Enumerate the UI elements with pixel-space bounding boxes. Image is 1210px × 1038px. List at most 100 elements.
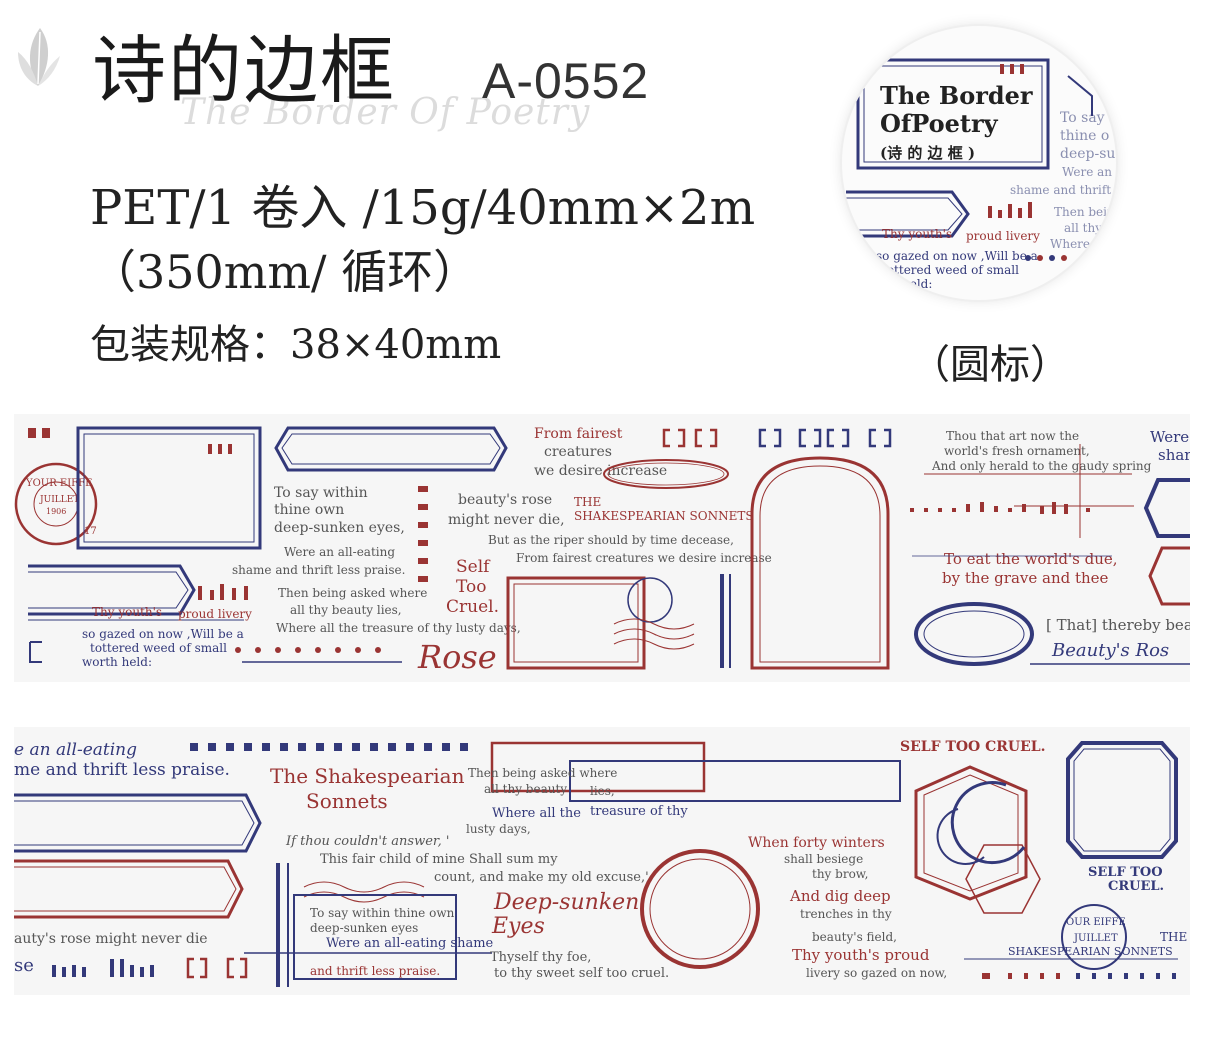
tape-text: Were an: [1062, 165, 1112, 179]
round-label-caption: （圆标）: [910, 342, 1070, 388]
tape-text: Too: [456, 577, 487, 597]
postmark-stamp-icon: YOUR EIFFE JUILLET 1906 17: [14, 462, 98, 546]
tape-text: thy brow,: [812, 867, 868, 881]
tape-text: shame and thrift less praise.: [232, 563, 405, 577]
tape-text: Then bein: [1054, 205, 1115, 219]
tape-text: THE: [1160, 930, 1187, 944]
tape-text: Self: [456, 557, 491, 577]
round-label-preview: The Border OfPoetry (诗 的 边 框 ) To say th…: [842, 26, 1116, 300]
tape-text: Then being asked where: [468, 766, 617, 780]
tape-text: world's fresh ornament,: [944, 444, 1090, 458]
tape-text: worth held:: [82, 655, 152, 669]
tape-text: so gazed on now ,Will be a: [82, 627, 244, 641]
tape-text: thine own: [274, 502, 344, 518]
tape-text: Where all the treasure of thy lusty days…: [276, 621, 521, 635]
tape-strip-2: e an all-eating me and thrift less prais…: [14, 727, 1190, 995]
tape-text: deep-sunken eyes,: [274, 520, 405, 536]
tape-text: proud livery: [178, 607, 252, 621]
tape-text: beauty's rose: [458, 492, 552, 508]
tape-text: deep-sunken eyes: [310, 921, 418, 935]
package-spec: 包装规格：38×40mm: [90, 322, 502, 368]
spec-line-2: （350mm/ 循环）: [90, 245, 480, 299]
tape-text: Cruel.: [446, 597, 499, 617]
label-title-1: The Border: [880, 81, 1033, 110]
tape-text: Were an all-eating shame: [326, 936, 494, 951]
label-title-2: OfPoetry: [880, 109, 999, 138]
tape-text: e an all-eating: [14, 740, 137, 760]
tape-text: thine o: [1060, 128, 1109, 144]
tape-text: Thy youth's: [882, 227, 952, 241]
tape-text: lies,: [590, 784, 615, 798]
tape-text: Eyes: [491, 914, 545, 939]
tape-text: count, and make my old excuse,': [434, 870, 649, 885]
tape-text: Then being asked where: [278, 586, 427, 600]
tape-text: To say within: [274, 485, 368, 501]
tape-text: by the grave and thee: [942, 569, 1109, 587]
tape-text: From fairest creatures we desire increas…: [516, 551, 772, 565]
tape-text: If thou couldn't answer, ': [285, 834, 450, 849]
tape-text: livery so gazed on now,: [806, 966, 947, 980]
tape-text: held:: [902, 277, 932, 291]
tape-text: treasure of thy: [590, 804, 688, 819]
tape-text: The Shakespearian: [270, 764, 465, 788]
page-title: 诗的边框: [92, 28, 396, 114]
tape-text: To eat the world's due,: [944, 550, 1118, 568]
tape-text: creatures: [544, 444, 612, 460]
tape-text: JUILLET: [39, 495, 79, 505]
tape-text: JUILLET: [1073, 933, 1118, 944]
tape-text: 1906: [46, 507, 66, 516]
tape-text: YOUR EIFFE: [25, 478, 92, 489]
leaf-logo-icon: [18, 28, 60, 86]
tape-text: When forty winters: [748, 835, 885, 851]
tape-text: we desire increase: [534, 463, 667, 479]
tape-text: Thy youth's proud: [792, 946, 930, 964]
tape-text: From fairest: [534, 426, 623, 442]
tape-text: SHAKESPEARIAN SONNETS: [1008, 945, 1173, 958]
tape-text: This fair child of mine Shall sum my: [320, 852, 558, 867]
tape-text: lusty days,: [466, 822, 531, 836]
tape-text: [ That] thereby bea: [1046, 616, 1190, 634]
tape-text: tottered weed of small: [90, 641, 227, 655]
tape-text: CRUEL.: [1108, 879, 1164, 894]
product-code: A-0552: [482, 53, 650, 109]
spec-line-1: PET/1 卷入 /15g/40mm×2m: [90, 180, 756, 236]
title-script: The Border Of Poetry: [180, 92, 591, 133]
tape-text: Where: [1050, 237, 1090, 251]
tape-text: all thy beauty: [484, 782, 567, 796]
tape-text: Sonnets: [306, 789, 388, 813]
tape-text: so gazed on now ,Will be a: [876, 249, 1038, 263]
tape-text: 17: [84, 526, 97, 537]
tape-text: might never die,: [448, 512, 565, 528]
tape-text: SELF TOO CRUEL.: [900, 739, 1046, 755]
tape-text: deep-su: [1060, 146, 1115, 162]
tape-text: shall besiege: [784, 852, 863, 866]
tape-text: beauty's field,: [812, 930, 897, 944]
tape-text: to thy sweet self too cruel.: [494, 966, 669, 981]
tape-text: tottered weed of small: [882, 263, 1019, 277]
tape-text: Thou that art now the: [946, 429, 1079, 443]
tape-text: Deep-sunken: [493, 890, 639, 915]
tape-text: and thrift less praise.: [310, 964, 440, 978]
tape-strip-1: YOUR EIFFE JUILLET 1906 17 To say within…: [14, 414, 1190, 682]
tape-text: trenches in thy: [800, 907, 892, 921]
tape-text: And only herald to the gaudy spring: [931, 459, 1152, 473]
tape-text: Were: [1150, 428, 1189, 446]
tape-text: SHAKESPEARIAN SONNETS: [574, 509, 754, 523]
tape-text: Were an all-eating: [284, 545, 395, 559]
tape-text: me and thrift less praise.: [14, 760, 230, 780]
tape-text: OUR EIFFE: [1066, 917, 1126, 928]
tape-text: shar: [1158, 446, 1190, 464]
tape-text: THE: [574, 495, 601, 509]
tape-text: Thy youth's: [92, 605, 162, 619]
tape-text: proud livery: [966, 229, 1040, 243]
tape-text: auty's rose might never die: [14, 931, 208, 947]
tape-text: Thyself thy foe,: [490, 950, 591, 965]
tape-text: se: [14, 955, 34, 976]
tape-text: SELF TOO: [1088, 865, 1163, 880]
tape-text: To say within thine own: [310, 906, 455, 920]
tape-text: all thy beauty lies,: [290, 603, 402, 617]
tape-text: Where all the: [492, 806, 581, 821]
tape-text: Rose: [417, 638, 497, 676]
tape-text: shame and thrift le: [1010, 183, 1116, 197]
tape-text: To say: [1060, 110, 1105, 126]
